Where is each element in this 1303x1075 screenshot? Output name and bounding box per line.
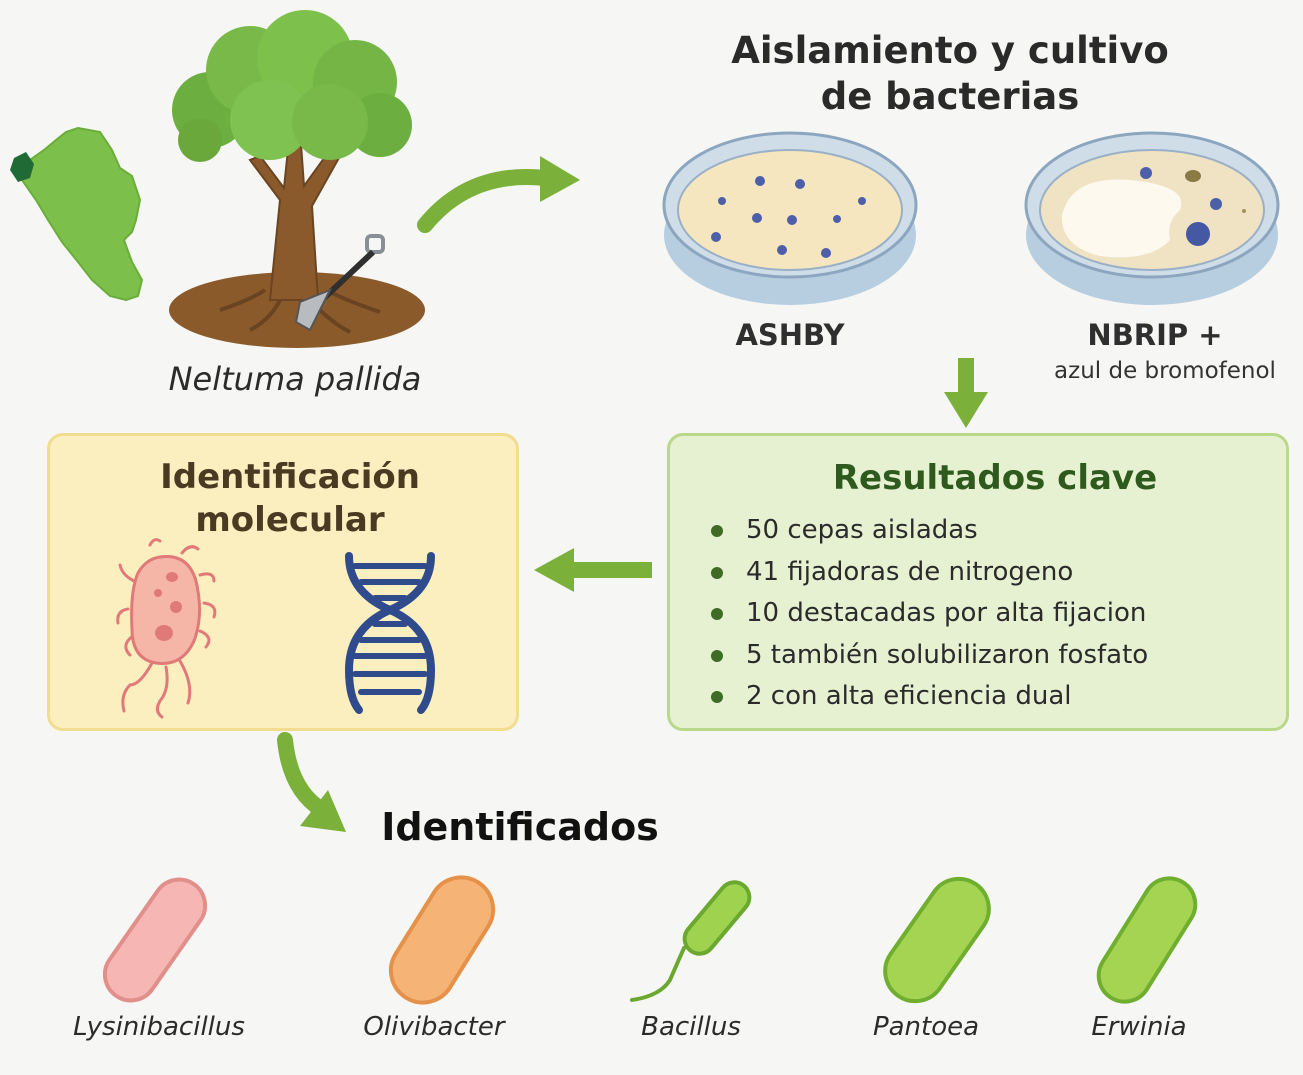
petri-dish-ashby: [662, 131, 918, 305]
bacterium-icon-lysinibacillus: [102, 877, 208, 1003]
peru-map-icon: [10, 126, 144, 302]
culture-title: Aislamiento y cultivo de bacterias: [690, 28, 1210, 120]
bullet-icon: [711, 691, 723, 703]
result-text: 5 también solubilizaron fosfato: [746, 639, 1149, 670]
genus-label-olivibacter: Olivibacter: [363, 1012, 505, 1042]
list-item: 2 con alta eficiencia dual: [707, 676, 1267, 718]
result-text: 2 con alta eficiencia dual: [746, 681, 1072, 711]
shovel-icon: [294, 234, 385, 332]
dna-helix-icon: [344, 552, 436, 714]
results-list: 50 cepas aisladas 41 fijadoras de nitrog…: [707, 510, 1267, 718]
list-item: 41 fijadoras de nitrogeno: [707, 552, 1267, 594]
molecular-title: Identificación molecular: [100, 456, 480, 542]
bacterium-icon-bacillus: [630, 880, 752, 1002]
arrow-to-molecular: [534, 548, 652, 592]
arrow-to-culture: [417, 156, 580, 233]
molecular-title-line2: molecular: [195, 500, 385, 540]
result-text: 41 fijadoras de nitrogeno: [746, 556, 1074, 587]
culture-title-line1: Aislamiento y cultivo: [731, 29, 1169, 72]
bacterium-icon-pantoea: [883, 876, 991, 1004]
genus-label-erwinia: Erwinia: [1091, 1012, 1187, 1042]
result-text: 50 cepas aisladas: [746, 515, 978, 545]
bullet-icon: [711, 649, 723, 662]
list-item: 10 destacadas por alta fijacion: [707, 593, 1267, 635]
list-item: 5 también solubilizaron fosfato: [707, 635, 1267, 677]
results-title: Resultados clave: [832, 458, 1158, 498]
tree-icon: [169, 10, 425, 348]
arrow-to-results: [944, 358, 988, 428]
plate-sublabel-nbrip: azul de bromofenol: [1054, 358, 1276, 384]
bacterium-icon-olivibacter: [388, 875, 496, 1005]
bacterium-icon: [116, 538, 217, 719]
petri-dish-nbrip: [1024, 131, 1280, 305]
result-text: 10 destacadas por alta fijacion: [746, 598, 1147, 628]
culture-title-line2: de bacterias: [820, 75, 1080, 118]
molecular-title-line1: Identificación: [160, 457, 420, 497]
list-item: 50 cepas aisladas: [707, 510, 1267, 552]
bullet-icon: [711, 525, 723, 537]
bullet-icon: [711, 608, 723, 620]
genus-label-lysinibacillus: Lysinibacillus: [73, 1012, 245, 1042]
plant-name: Neltuma pallida: [168, 360, 422, 398]
plate-label-nbrip: NBRIP +: [1087, 318, 1223, 352]
plate-label-ashby: ASHBY: [735, 318, 845, 352]
genus-label-pantoea: Pantoea: [872, 1012, 980, 1042]
molecular-identification-box: [47, 433, 519, 731]
bacterium-icon-erwinia: [1096, 876, 1198, 1004]
bullet-icon: [711, 566, 723, 579]
genus-label-bacillus: Bacillus: [641, 1012, 741, 1042]
key-results-box: [667, 433, 1289, 731]
arrow-to-identified: [277, 732, 346, 832]
identified-title: Identificados: [381, 805, 659, 849]
bacteria-row: [102, 875, 1198, 1005]
